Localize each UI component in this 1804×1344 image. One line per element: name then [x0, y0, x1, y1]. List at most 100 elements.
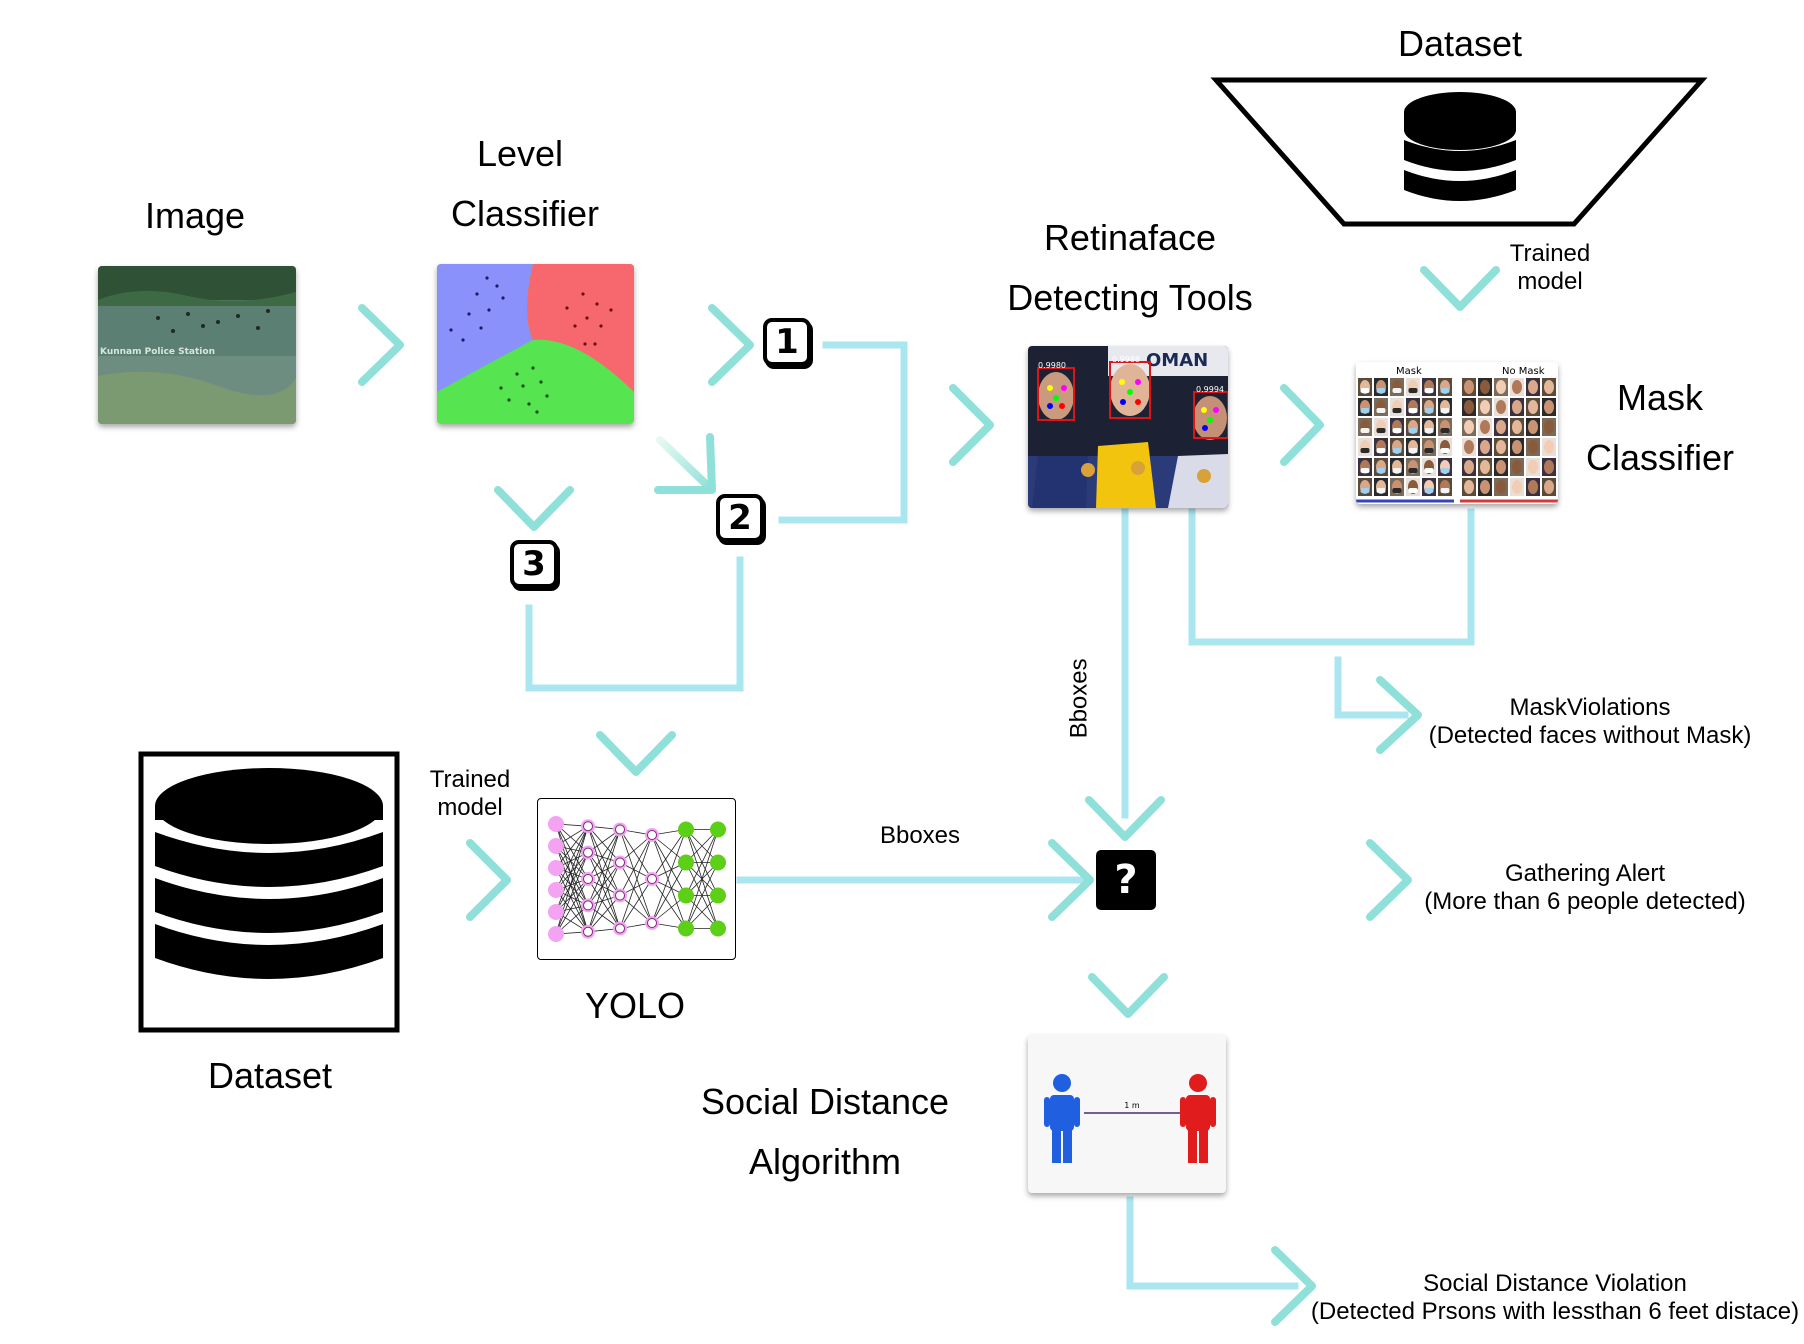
face-with-mask [1422, 438, 1436, 456]
nn-node [548, 816, 564, 832]
social-distance-title-line2: Algorithm [748, 1141, 902, 1182]
connector-level1-to-retina [778, 341, 908, 524]
face-with-mask [1406, 378, 1420, 396]
face-without-mask [1494, 398, 1508, 416]
face-with-mask [1374, 398, 1388, 416]
face-without-mask [1462, 378, 1476, 396]
nn-node [548, 904, 564, 920]
nn-edge [619, 878, 653, 929]
nn-edge [555, 826, 589, 913]
face-with-mask [1390, 458, 1404, 476]
edge-label-bboxes-yolo: Bboxes [879, 822, 961, 849]
face-with-mask [1438, 478, 1452, 496]
face-without-mask [1526, 398, 1540, 416]
face-without-mask [1494, 378, 1508, 396]
face-without-mask [1462, 478, 1476, 496]
social-distance-image: 1 m [1028, 1035, 1226, 1193]
nn-node-ring [583, 926, 593, 937]
arrow-heads [321, 234, 1500, 1326]
mask-grid-label-mask: Mask [1396, 366, 1422, 377]
nn-edge [651, 829, 687, 880]
nn-edge [619, 834, 653, 863]
yolo-title: YOLO [584, 985, 686, 1026]
face-with-mask [1422, 378, 1436, 396]
nn-node-ring [615, 857, 625, 868]
nn-edge [587, 895, 621, 933]
face-with-mask [1374, 478, 1388, 496]
face-with-mask [1406, 478, 1420, 496]
face-with-mask [1406, 398, 1420, 416]
face-with-mask [1438, 458, 1452, 476]
face-without-mask [1526, 478, 1540, 496]
face-with-mask [1422, 478, 1436, 496]
face-with-mask [1438, 398, 1452, 416]
nn-edge [619, 895, 653, 924]
face-with-mask [1438, 438, 1452, 456]
nn-node [548, 860, 564, 876]
nn-node-ring [647, 830, 657, 840]
face-without-mask [1542, 418, 1556, 436]
nn-edge [685, 862, 719, 929]
face-with-mask [1422, 398, 1436, 416]
nn-node [678, 821, 694, 838]
connector-to-mask-violations [1334, 656, 1409, 719]
nn-edge [587, 878, 621, 929]
face-without-mask [1494, 458, 1508, 476]
face-without-mask [1462, 458, 1476, 476]
person-red-icon [1180, 1074, 1216, 1163]
mask-classifier-title-line1: Mask [1616, 377, 1703, 418]
dataset-bottom-title: Dataset [207, 1055, 333, 1096]
mask-classifier-title-line2: Classifier [1585, 437, 1735, 478]
face-with-mask [1390, 418, 1404, 436]
dataset-bottom-trained-line2: model [437, 794, 503, 821]
face-with-mask [1358, 438, 1372, 456]
nn-node-ring [615, 890, 625, 901]
face-without-mask [1510, 398, 1524, 416]
face-with-mask [1358, 478, 1372, 496]
connector-level3-to-yolo [525, 556, 744, 692]
face-with-mask [1374, 438, 1388, 456]
mask-violations-line2: (Detected faces without Mask) [1428, 722, 1752, 749]
face-without-mask [1478, 398, 1492, 416]
face-without-mask [1494, 438, 1508, 456]
dataset-top-icon [1404, 92, 1516, 201]
decision-node: ? [1096, 850, 1156, 910]
nn-edge [555, 845, 589, 932]
nn-edge [587, 829, 621, 880]
level-3-badge: 3 [510, 540, 558, 588]
face-without-mask [1542, 458, 1556, 476]
dataset-bottom-icon [155, 768, 383, 979]
nn-edge [555, 852, 589, 935]
gathering-alert-line1: Gathering Alert [1504, 860, 1666, 887]
face-with-mask [1406, 418, 1420, 436]
nn-edge [555, 826, 589, 891]
face-with-mask [1438, 378, 1452, 396]
face-without-mask [1478, 438, 1492, 456]
face-with-mask [1390, 478, 1404, 496]
connector-lines [525, 341, 1475, 1290]
level-title-line2: Classifier [450, 193, 600, 234]
mask-violations-line1: MaskViolations [1509, 694, 1671, 721]
nn-node-ring [583, 900, 593, 911]
nn-edge [651, 878, 687, 929]
nn-edge [619, 834, 653, 929]
face-without-mask [1542, 438, 1556, 456]
nn-node [678, 920, 694, 937]
retina-score-2: 0.9988 [1112, 355, 1140, 364]
face-without-mask [1526, 438, 1540, 456]
connector-retina-mask-bracket [1188, 508, 1475, 646]
person-blue-icon [1044, 1074, 1080, 1163]
nn-edge [685, 829, 719, 896]
nn-edge [555, 825, 589, 869]
face-without-mask [1494, 418, 1508, 436]
face-without-mask [1526, 378, 1540, 396]
nn-edge [651, 829, 687, 924]
face-with-mask [1358, 378, 1372, 396]
face-without-mask [1462, 418, 1476, 436]
nn-node [710, 854, 726, 871]
nn-edge [619, 829, 653, 880]
retina-score-3: 0.9994 [1196, 385, 1224, 394]
nn-node [678, 854, 694, 871]
face-without-mask [1510, 478, 1524, 496]
face-with-mask [1438, 418, 1452, 436]
